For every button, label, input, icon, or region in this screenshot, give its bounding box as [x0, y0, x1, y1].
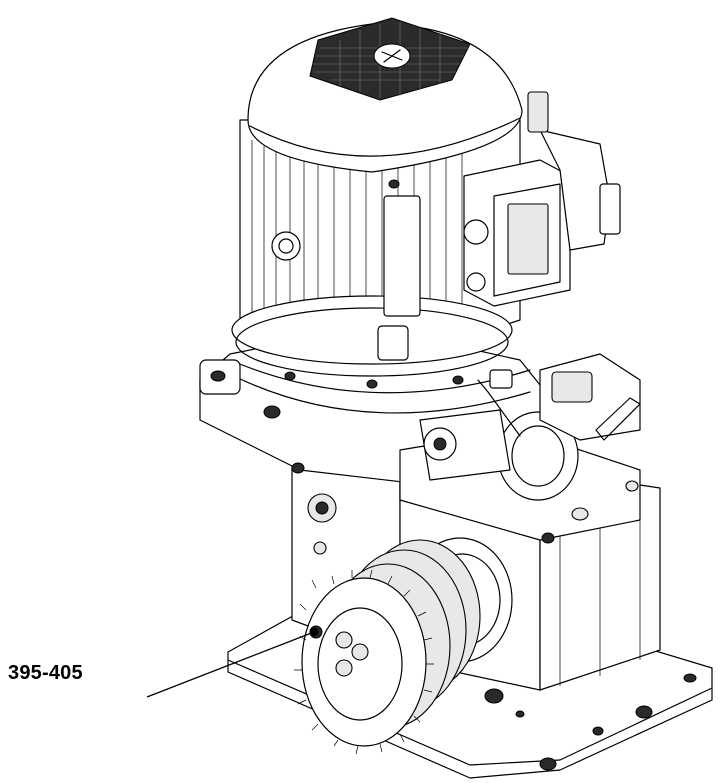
- motor-body: [231, 119, 521, 377]
- terminal-box: [463, 91, 621, 307]
- brake-lever-assembly: [399, 353, 641, 544]
- callout-leader-dot: [309, 627, 319, 637]
- callout-leader-line: [146, 631, 315, 698]
- part-number-callout: 395-405: [8, 662, 83, 684]
- sprocket-assembly: [294, 539, 481, 755]
- fan-cover: [247, 17, 523, 173]
